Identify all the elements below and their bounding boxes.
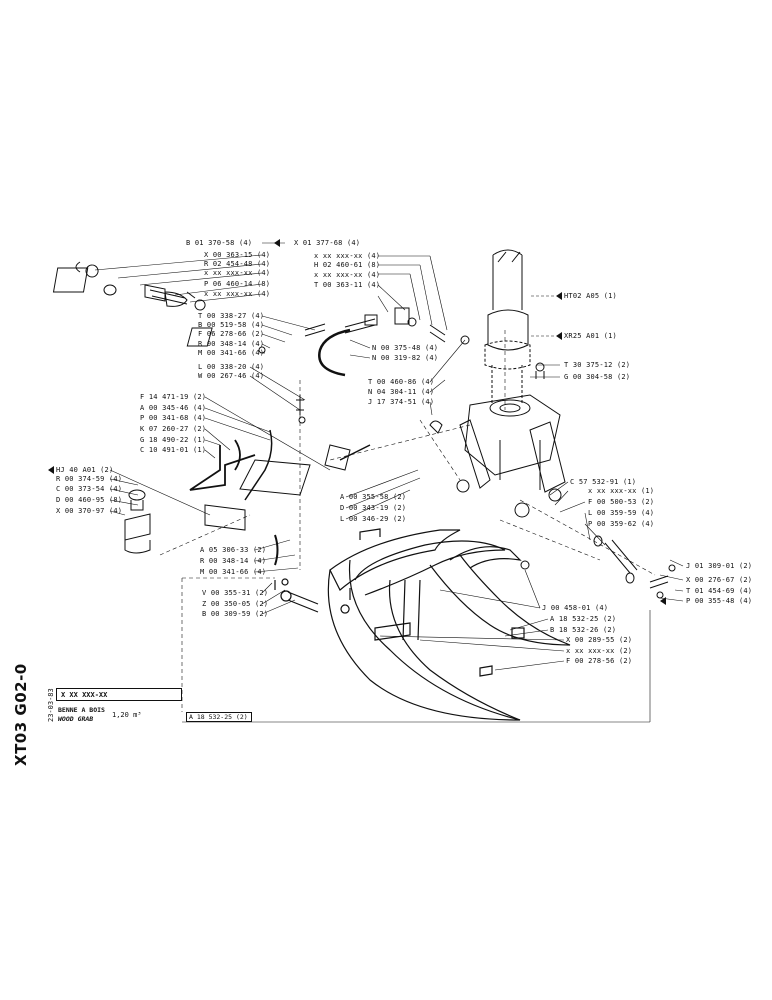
part-label: R 00 374-59 (4) xyxy=(56,475,123,483)
part-label: x xx xxx-xx (4) xyxy=(204,269,271,277)
part-label: F 14 471-19 (2) xyxy=(140,393,207,401)
part-label: XR25 A01 (1) xyxy=(564,332,617,340)
part-label: N 00 375-48 (4) xyxy=(372,344,439,352)
part-label: W 00 267-46 (4) xyxy=(198,372,265,380)
drawing-frame xyxy=(182,610,651,723)
part-label: x xx xxx-xx (4) xyxy=(314,271,381,279)
part-label: C 57 532-91 (1) xyxy=(570,478,637,486)
part-number-box: X XX XXX-XX xyxy=(56,688,182,701)
part-label: F 00 278-56 (2) xyxy=(566,657,633,665)
part-label: L 00 359-59 (4) xyxy=(588,509,655,517)
sheet-code: XT03 G02-0 xyxy=(12,663,30,766)
part-label: x xx xxx-xx (1) xyxy=(588,487,655,495)
part-label: P 00 359-62 (4) xyxy=(588,520,655,528)
part-label: L 00 346-29 (2) xyxy=(340,515,407,523)
part-label: N 00 319-82 (4) xyxy=(372,354,439,362)
part-label: T 00 460-86 (4) xyxy=(368,378,435,386)
bottom-reference-box: A 18 532-25 (2) xyxy=(186,712,252,722)
part-label: V 00 355-31 (2) xyxy=(202,589,269,597)
part-label: H 02 460-61 (8) xyxy=(314,261,381,269)
part-label: T 01 454-69 (4) xyxy=(686,587,753,595)
assembly-capacity: 1,20 m³ xyxy=(112,711,142,719)
part-label: C 10 491-01 (1) xyxy=(140,446,207,454)
rotator-assembly xyxy=(429,249,566,518)
grab-shells xyxy=(274,528,571,721)
leader-lines xyxy=(94,242,684,671)
part-label: A 00 355-58 (2) xyxy=(340,493,407,501)
sheet-date: 23-03-83 xyxy=(47,688,55,722)
part-label: C 00 373-54 (4) xyxy=(56,485,123,493)
part-label: D 00 460-95 (8) xyxy=(56,496,123,504)
part-label: T 30 375-12 (2) xyxy=(564,361,631,369)
part-label: HT02 A05 (1) xyxy=(564,292,617,300)
part-label: P 00 341-68 (4) xyxy=(140,414,207,422)
assembly-name-fr: BENNE A BOIS xyxy=(58,706,105,714)
part-label: F 06 278-66 (2) xyxy=(198,330,265,338)
part-label: R 00 348-14 (4) xyxy=(198,340,265,348)
part-label: P 00 355-48 (4) xyxy=(686,597,753,605)
pivot-pins xyxy=(520,535,676,599)
part-label: G 18 490-22 (1) xyxy=(140,436,207,444)
part-label: P 06 460-14 (8) xyxy=(204,280,271,288)
part-label: J 17 374-51 (4) xyxy=(368,398,435,406)
part-label: x xx xxx-xx (4) xyxy=(204,290,271,298)
part-label: J 01 309-01 (2) xyxy=(686,562,753,570)
part-label: M 00 341-66 (4) xyxy=(200,568,267,576)
part-label: X 00 363-15 (4) xyxy=(204,251,271,259)
part-label: L 00 338-20 (4) xyxy=(198,363,265,371)
part-label: B 01 370-58 (4) xyxy=(186,239,253,247)
part-label: N 04 304-11 (4) xyxy=(368,388,435,396)
part-label: F 00 500-53 (2) xyxy=(588,498,655,506)
part-label: T 00 338-27 (4) xyxy=(198,312,265,320)
part-label: A 05 306-33 (2) xyxy=(200,546,267,554)
part-label: M 00 341-66 (4) xyxy=(198,349,265,357)
part-label: X 00 276-67 (2) xyxy=(686,576,753,584)
part-label: R 02 454-48 (4) xyxy=(204,260,271,268)
part-label: x xx xxx-xx (4) xyxy=(314,252,381,260)
assembly-name-en: WOOD GRAB xyxy=(58,715,94,723)
part-label: D 00 343-19 (2) xyxy=(340,504,407,512)
part-label: K 07 260-27 (2) xyxy=(140,425,207,433)
part-label: B 00 309-59 (2) xyxy=(202,610,269,618)
part-label: G 00 304-58 (2) xyxy=(564,373,631,381)
part-label: X 00 289-55 (2) xyxy=(566,636,633,644)
part-label: J 00 458-01 (4) xyxy=(542,604,609,612)
part-label: R 00 348-14 (4) xyxy=(200,557,267,565)
part-label: T 00 363-11 (4) xyxy=(314,281,381,289)
part-label: x xx xxx-xx (2) xyxy=(566,647,633,655)
hydraulic-fittings xyxy=(52,261,470,566)
part-label: X 00 370-97 (4) xyxy=(56,507,123,515)
subassembly-arrows xyxy=(48,239,666,605)
part-label: B 00 519-58 (4) xyxy=(198,321,265,329)
part-label: HJ 40 A01 (2) xyxy=(56,466,114,474)
part-label: X 01 377-68 (4) xyxy=(294,239,361,247)
part-label: A 00 345-46 (4) xyxy=(140,404,207,412)
part-label: Z 00 350-05 (2) xyxy=(202,600,269,608)
part-label: B 18 532-26 (2) xyxy=(550,626,617,634)
part-label: A 18 532-25 (2) xyxy=(550,615,617,623)
